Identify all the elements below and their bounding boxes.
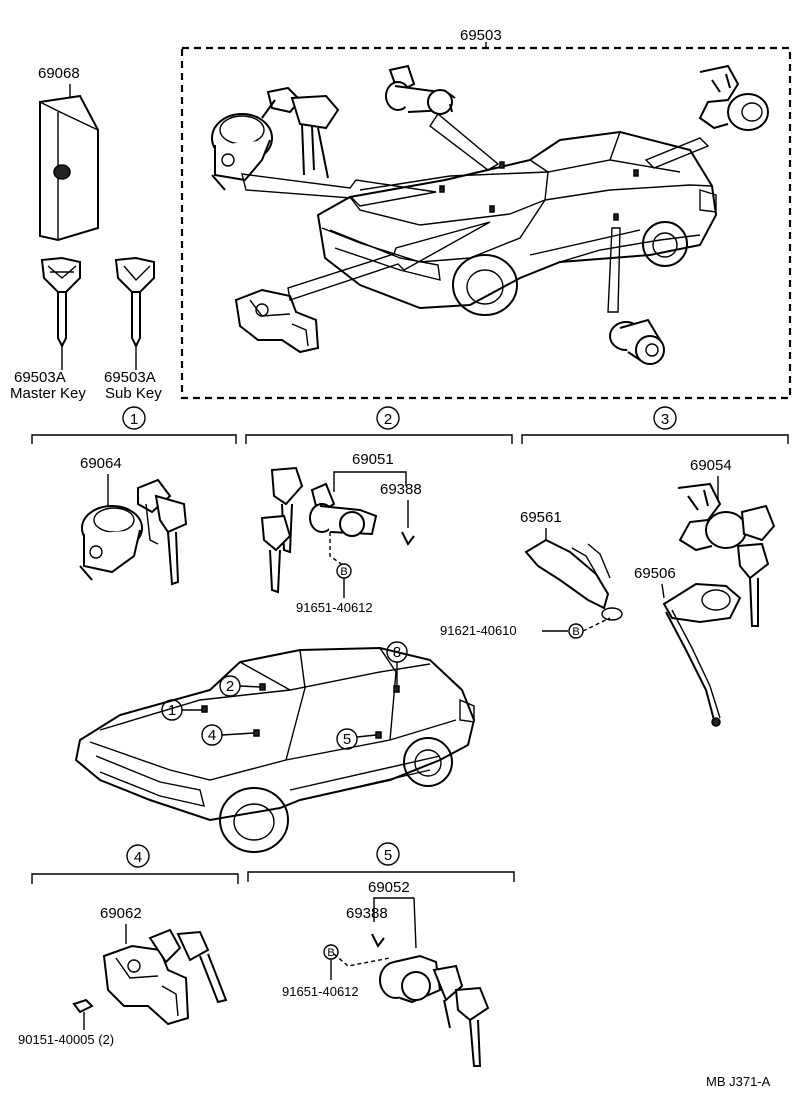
- ignition-cylinder-icon: [79, 478, 188, 586]
- svg-text:B: B: [327, 947, 334, 959]
- section-5-marker: [376, 842, 400, 866]
- section-3-bolt-part-number: 91621-40610: [440, 623, 517, 638]
- car-location-diagram: 1 2 4 5 8: [74, 641, 476, 853]
- section-4-cylinder-part-number: 69062: [100, 905, 142, 922]
- section-3-marker: [653, 406, 677, 430]
- door-cylinder-bottom: [609, 318, 665, 365]
- door-cylinder-top: [385, 64, 456, 115]
- trunk-cylinder-top: [698, 64, 769, 131]
- section-5-bracket: [247, 871, 515, 882]
- door-cylinder-icon: [260, 466, 378, 594]
- master-key-group: 69503A Master Key: [10, 256, 86, 402]
- section-4-marker: [126, 844, 150, 868]
- sub-key-part-number: 69503A: [104, 369, 156, 386]
- master-key-part-number: 69503A: [14, 369, 66, 386]
- section-2-retainer-part-number: 69388: [380, 481, 422, 498]
- sub-key-icon: [114, 256, 155, 293]
- svg-text:4: 4: [134, 849, 142, 866]
- section-3-bracket: [521, 434, 789, 444]
- master-key-icon: [40, 256, 81, 293]
- key-plate-part-number: 69068: [38, 65, 80, 82]
- svg-text:B: B: [572, 626, 579, 638]
- car-illustration-top: [316, 130, 718, 316]
- svg-text:5: 5: [343, 731, 351, 748]
- section-5: 5 69052 69388 B 91651-40612: [247, 842, 515, 1067]
- lock-bracket-icon: [524, 538, 623, 621]
- door-cylinder-icon-5: [379, 954, 490, 1067]
- svg-text:B: B: [340, 566, 347, 578]
- sub-key-caption: Sub Key: [105, 385, 162, 402]
- section-2: 2 69051 69388 B 91651-40612: [245, 406, 513, 615]
- pointer-arrows-top: [241, 112, 710, 313]
- svg-text:1: 1: [130, 411, 138, 428]
- figure-code: MB J371-A: [706, 1074, 771, 1089]
- section-2-marker: [376, 406, 400, 430]
- section-2-bolt-part-number: 91651-40612: [296, 600, 373, 615]
- section-1: 1 69064: [31, 406, 237, 586]
- hood-lock-icon: [102, 928, 228, 1026]
- section-3-bracket-part-number: 69561: [520, 509, 562, 526]
- car-marker-5: [336, 728, 358, 750]
- section-4-screw-part-number: 90151-40005 (2): [18, 1032, 114, 1047]
- screw-icon: [72, 998, 94, 1014]
- section-3-cylinder-part-number: 69054: [690, 457, 732, 474]
- section-4: 4 69062 90151-40005 (2): [18, 844, 239, 1047]
- retainer-clip-icon-5: [371, 933, 385, 948]
- section-2-bracket: [245, 434, 513, 444]
- section-3-cable-part-number: 69506: [634, 565, 676, 582]
- key-plate-group: 69068: [38, 65, 99, 242]
- section-1-cylinder-part-number: 69064: [80, 455, 122, 472]
- sub-key-group: 69503A Sub Key: [104, 256, 162, 402]
- section-5-bolt-part-number: 91651-40612: [282, 984, 359, 999]
- section-5-cylinder-part-number: 69052: [368, 879, 410, 896]
- svg-text:8: 8: [393, 644, 401, 661]
- section-5-retainer-part-number: 69388: [346, 905, 388, 922]
- hood-lock-top: [234, 288, 320, 354]
- svg-text:2: 2: [226, 678, 234, 695]
- master-key-caption: Master Key: [10, 385, 86, 402]
- svg-text:1: 1: [168, 702, 176, 719]
- svg-text:4: 4: [208, 727, 216, 744]
- section-2-cylinder-part-number: 69051: [352, 451, 394, 468]
- section-3: 3 69054 69561 91621-40610 B 69506: [440, 406, 789, 727]
- section-1-marker: [122, 406, 146, 430]
- svg-text:5: 5: [384, 847, 392, 864]
- release-cable-icon: [662, 582, 742, 727]
- section-4-bracket: [31, 873, 239, 884]
- retainer-clip-icon: [401, 531, 415, 546]
- assembly-part-number: 69503: [460, 27, 502, 44]
- svg-text:2: 2: [384, 411, 392, 428]
- svg-text:3: 3: [661, 411, 669, 428]
- trunk-cylinder-icon: [677, 482, 776, 627]
- ignition-cylinder-top: [211, 86, 340, 191]
- main-assembly-group: 69503: [180, 27, 792, 400]
- section-1-bracket: [31, 434, 237, 444]
